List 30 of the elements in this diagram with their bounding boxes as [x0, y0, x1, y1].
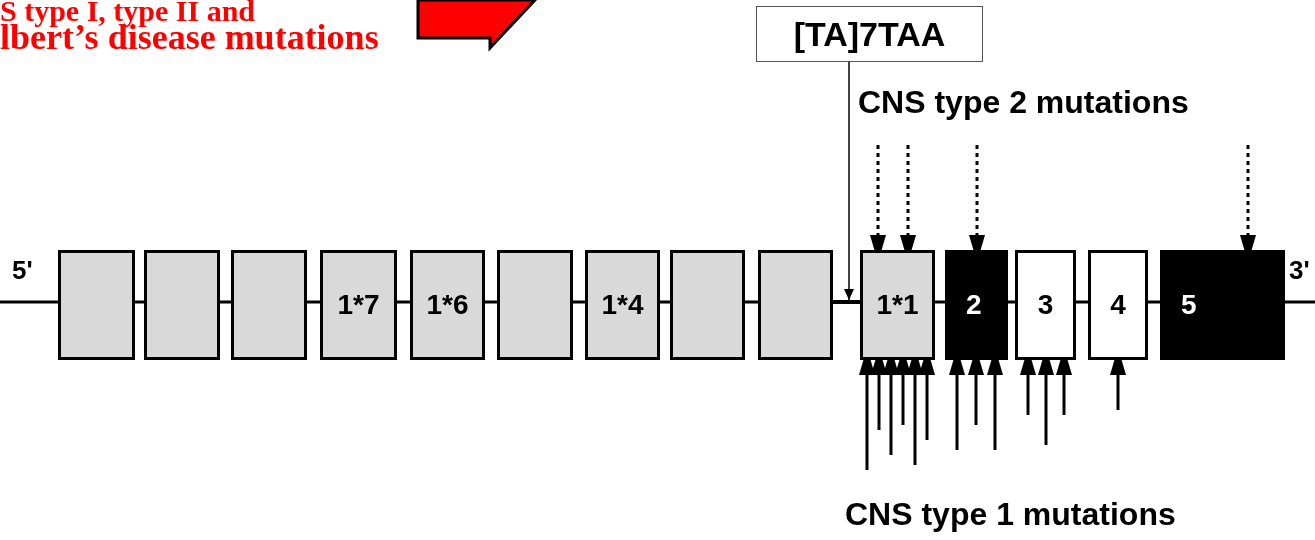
exon-box	[1015, 250, 1076, 360]
sequence-box	[756, 6, 983, 62]
end-label: 3'	[1289, 255, 1310, 286]
exon-box	[144, 250, 220, 360]
exon-label: 1*1	[876, 289, 919, 321]
exon-box	[585, 250, 660, 360]
exon-box	[320, 250, 397, 360]
exon-box	[860, 250, 935, 360]
exon-box	[945, 250, 1008, 360]
exon-box	[1160, 250, 1285, 360]
leader-arrow	[844, 61, 854, 301]
mutation-heading: CNS type 1 mutations	[845, 496, 1176, 533]
end-label: 5'	[12, 255, 33, 286]
exon-box	[231, 250, 307, 360]
exon-box	[497, 250, 573, 360]
exon-box	[410, 250, 485, 360]
exon-label: 3	[1037, 289, 1054, 321]
exon-label: 2	[966, 289, 982, 321]
mutation-heading: CNS type 2 mutations	[858, 84, 1189, 121]
promoter-segment	[833, 300, 860, 304]
exon-label: 1*4	[601, 289, 644, 321]
exon-box	[670, 250, 745, 360]
sequence-label: [TA]7TAA	[793, 14, 946, 54]
exon-label: 5	[1181, 289, 1197, 321]
exon-label: 1*6	[426, 289, 469, 321]
exon-label: 1*7	[337, 289, 380, 321]
exon-box	[758, 250, 833, 360]
exon-label: 4	[1110, 289, 1126, 321]
exon-box	[58, 250, 135, 360]
exon-box	[1088, 250, 1148, 360]
